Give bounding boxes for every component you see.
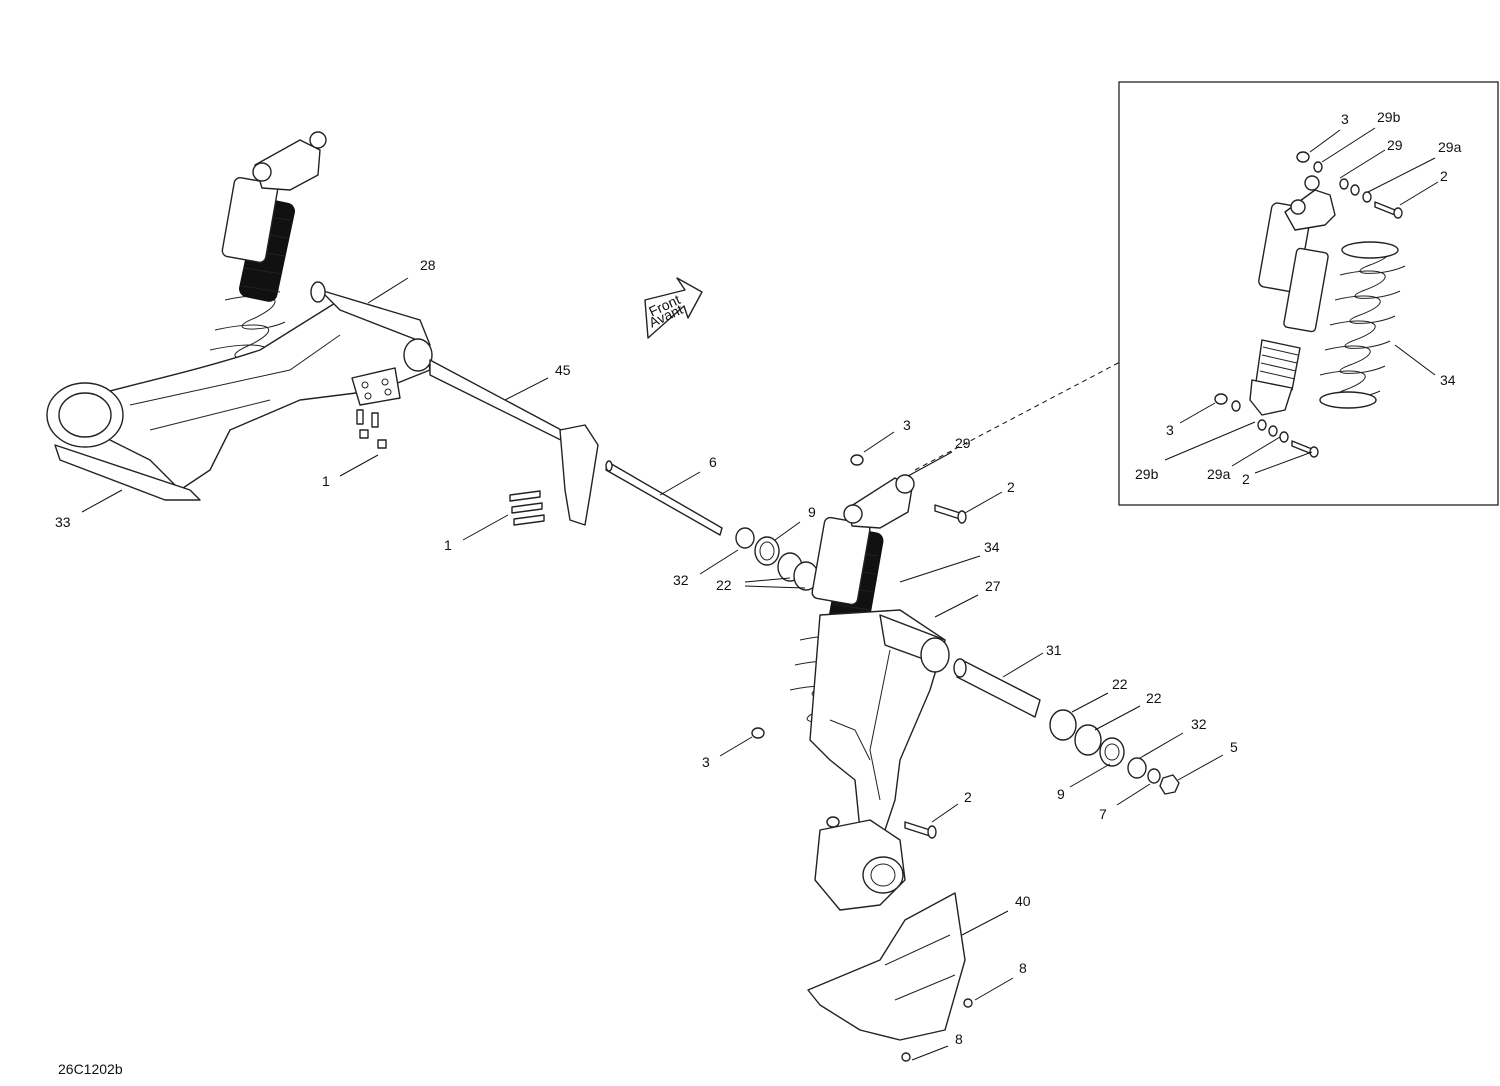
seal-9a <box>754 536 780 566</box>
callout-32b: 32 <box>1191 716 1207 732</box>
bolt-2a <box>934 504 961 520</box>
left-cross-tube-28 <box>319 289 431 346</box>
washer-32a <box>735 527 755 549</box>
inset-callout-2b: 2 <box>1242 471 1250 487</box>
left-bolts-1a <box>356 409 387 449</box>
nut-5 <box>1159 774 1180 795</box>
nut-3b <box>751 727 765 739</box>
nut-3a <box>850 454 864 466</box>
left-bolts-1b <box>509 490 545 526</box>
callout-28: 28 <box>420 257 436 273</box>
callout-8b: 8 <box>955 1031 963 1047</box>
drawing-code: 26C1202b <box>58 1061 123 1077</box>
inset-callout-34: 34 <box>1440 372 1456 388</box>
callout-40: 40 <box>1015 893 1031 909</box>
washer-7 <box>1147 768 1161 784</box>
right-swing-arm-27 <box>809 609 950 831</box>
callout-29: 29 <box>955 435 971 451</box>
callout-22a: 22 <box>716 577 732 593</box>
inset-callout-29a-bot: 29a <box>1207 466 1231 482</box>
washer-32b <box>1127 757 1147 779</box>
callout-45: 45 <box>555 362 571 378</box>
right-shock-top-mount <box>847 477 913 529</box>
callout-3a: 3 <box>903 417 911 433</box>
callout-labels: 28 45 1 33 1 6 3 29 2 9 34 32 22 27 31 2… <box>55 257 1238 1047</box>
inset-hardware <box>1214 151 1403 458</box>
callout-22b: 22 <box>1112 676 1128 692</box>
callout-34: 34 <box>984 539 1000 555</box>
right-pivot-boss <box>920 637 950 673</box>
skid-plate-40 <box>807 892 973 1062</box>
inset-callout-29a-top: 29a <box>1438 139 1462 155</box>
left-shock-absorber <box>199 131 327 421</box>
left-skid-plate <box>54 444 201 501</box>
inset-spring-34 <box>1319 241 1406 409</box>
seal-9b <box>1099 737 1125 767</box>
callout-1b: 1 <box>444 537 452 553</box>
left-pivot-boss <box>403 338 433 372</box>
left-mount-plate <box>351 367 401 406</box>
callout-31: 31 <box>1046 642 1062 658</box>
inset-callout-3b: 3 <box>1166 422 1174 438</box>
inset-shock-body <box>1249 175 1336 416</box>
inset-leaders <box>1164 127 1439 474</box>
inset-callout-29b-bot: 29b <box>1135 466 1159 482</box>
callout-2b: 2 <box>964 789 972 805</box>
callout-6: 6 <box>709 454 717 470</box>
inset-callout-29: 29 <box>1387 137 1403 153</box>
callout-9b: 9 <box>1057 786 1065 802</box>
inset-callout-3a: 3 <box>1341 111 1349 127</box>
axle-bracket <box>559 424 599 526</box>
callout-leaders <box>81 277 1224 1061</box>
right-hub <box>751 727 937 911</box>
callout-3b: 3 <box>702 754 710 770</box>
inset-callout-2a: 2 <box>1440 168 1448 184</box>
bearing-stack-right <box>1049 709 1180 795</box>
callout-27: 27 <box>985 578 1001 594</box>
callout-1a: 1 <box>322 473 330 489</box>
callout-33: 33 <box>55 514 71 530</box>
left-swing-arm <box>94 281 433 491</box>
callout-2a: 2 <box>1007 479 1015 495</box>
rod-6 <box>605 460 723 536</box>
inset-callout-29b-top: 29b <box>1377 109 1401 125</box>
bearing-22c <box>1049 709 1077 741</box>
inset-labels: 3 29b 29 29a 2 34 3 29b 29a 2 <box>1135 109 1462 487</box>
left-hub-33 <box>46 382 201 501</box>
callout-5: 5 <box>1230 739 1238 755</box>
bolt-2b <box>904 821 931 837</box>
detail-inset: 3 29b 29 29a 2 34 3 29b 29a 2 <box>1118 81 1499 506</box>
left-shock-reservoir <box>221 177 279 263</box>
callout-22c: 22 <box>1146 690 1162 706</box>
bearing-22d <box>1074 724 1102 756</box>
screw-8b <box>901 1052 911 1062</box>
front-direction-arrow: Front Avant <box>644 277 703 339</box>
callout-32a: 32 <box>673 572 689 588</box>
axle-45 <box>429 359 599 526</box>
sleeve-31 <box>953 658 1041 718</box>
callout-9a: 9 <box>808 504 816 520</box>
bearing-stack-middle <box>735 527 819 591</box>
callout-8a: 8 <box>1019 960 1027 976</box>
callout-7: 7 <box>1099 806 1107 822</box>
left-shock-top-mount <box>254 139 321 191</box>
screw-8a <box>963 998 973 1008</box>
